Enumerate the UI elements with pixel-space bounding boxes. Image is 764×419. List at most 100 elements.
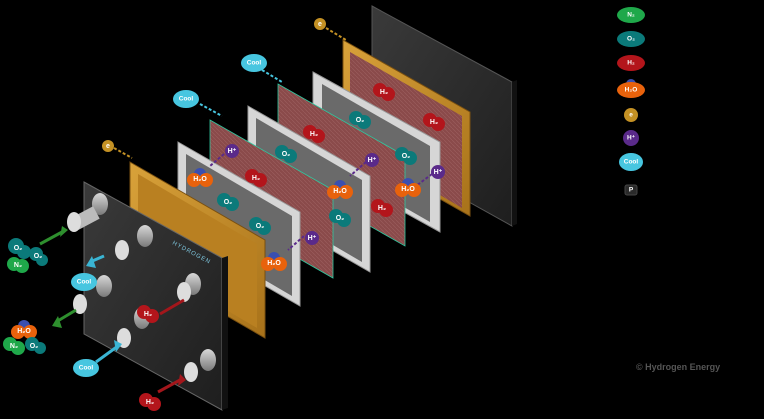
svg-text:H₂O: H₂O: [625, 87, 638, 94]
svg-text:H₂O: H₂O: [333, 188, 347, 195]
h2o-molecule: H₂O: [395, 178, 421, 197]
svg-text:H₂: H₂: [380, 89, 388, 96]
proton-marker: H⁺: [365, 153, 379, 167]
o2-molecule: O₂: [349, 111, 371, 129]
svg-text:H⁺: H⁺: [368, 157, 377, 164]
port-cylinder: [184, 349, 216, 382]
o2-molecule: O₂: [25, 337, 46, 354]
svg-text:e: e: [629, 112, 633, 119]
svg-text:O₂: O₂: [34, 253, 43, 260]
cool-bubble: Cool: [241, 54, 267, 72]
svg-text:N₂: N₂: [10, 343, 18, 350]
proton-marker: H⁺: [305, 231, 319, 245]
electron-arrow-front: [113, 147, 133, 159]
h2o-molecule: H₂O: [11, 320, 37, 339]
legend-item-n2: N₂: [617, 7, 645, 23]
legend-item-electron: e: [624, 108, 638, 122]
legend-item-h2o: H₂O: [617, 79, 645, 98]
proton-arrow: [287, 235, 305, 251]
proton-arrow: [209, 153, 225, 167]
svg-text:O₂: O₂: [224, 199, 233, 206]
electron-arrow-back: [325, 27, 347, 41]
coolant-inlet-arrow: [95, 344, 119, 364]
electron-marker: e: [314, 18, 326, 30]
proton-arrow: [349, 161, 367, 177]
legend-item-h2: H₂: [617, 55, 645, 71]
svg-text:N₂: N₂: [14, 262, 22, 269]
h2o-molecule: H₂O: [187, 168, 213, 187]
port-cylinder: [177, 273, 201, 302]
svg-text:H₂: H₂: [310, 131, 318, 138]
flow-arrows: [39, 27, 433, 394]
copyright-text: © Hydrogen Energy: [636, 362, 721, 372]
svg-text:Cool: Cool: [247, 60, 262, 67]
electron-marker: e: [102, 140, 114, 152]
port-cylinder: [67, 193, 108, 232]
proton-arrow: [415, 173, 433, 187]
legend-item-proton: H⁺: [623, 130, 639, 146]
coolant-arrow-back: [261, 69, 283, 83]
proton-marker: H⁺: [225, 144, 239, 158]
svg-text:O₂: O₂: [356, 117, 365, 124]
svg-text:Cool: Cool: [624, 159, 639, 166]
port-cylinder: [115, 225, 153, 260]
hydrogen-inlet-arrow: [159, 298, 185, 316]
svg-text:O₂: O₂: [402, 153, 411, 160]
svg-text:H₂: H₂: [252, 175, 260, 182]
port-cylinder: [73, 275, 112, 314]
svg-text:H₂O: H₂O: [17, 328, 31, 335]
svg-text:O₂: O₂: [14, 245, 23, 252]
svg-text:H₂: H₂: [378, 205, 386, 212]
n2-molecule: N₂: [3, 337, 25, 355]
h2-molecule: H₂: [303, 125, 325, 143]
hydrogen-outlet-arrow: [157, 378, 181, 394]
h2-molecule: H₂: [373, 83, 395, 101]
svg-text:Cool: Cool: [79, 365, 94, 372]
o2-molecule: O₂: [249, 217, 271, 235]
svg-text:H₂: H₂: [430, 119, 438, 126]
svg-text:H⁺: H⁺: [228, 148, 237, 155]
svg-text:H₂O: H₂O: [193, 176, 207, 183]
legend-item-o2: O₂: [617, 31, 645, 47]
o2-molecule: O₂: [217, 193, 239, 211]
svg-text:O₂: O₂: [627, 36, 635, 43]
svg-text:P: P: [629, 187, 634, 194]
legend: N₂ O₂ H₂ H₂O e H⁺ Cool P: [617, 7, 645, 196]
h2-molecule: H₂: [423, 113, 445, 131]
molecules: O₂ O₂ N₂ H₂O N₂ O₂ Cool Coo: [3, 18, 445, 411]
air-outlet-arrow: [39, 230, 63, 246]
proton-marker: H⁺: [431, 165, 445, 179]
o2-molecule: O₂: [329, 209, 351, 227]
svg-text:e: e: [318, 21, 322, 28]
h2o-molecule: H₂O: [261, 252, 287, 271]
svg-text:H₂: H₂: [144, 311, 152, 318]
svg-text:H⁺: H⁺: [308, 235, 317, 242]
legend-item-p: P: [624, 184, 638, 196]
h2-molecule: H₂: [139, 393, 161, 411]
svg-text:N₂: N₂: [627, 12, 635, 19]
svg-text:H₂: H₂: [146, 399, 154, 406]
svg-text:O₂: O₂: [282, 151, 291, 158]
svg-text:H₂O: H₂O: [267, 260, 281, 267]
svg-text:O₂: O₂: [336, 215, 345, 222]
svg-text:H₂O: H₂O: [401, 186, 415, 193]
svg-text:H⁺: H⁺: [434, 169, 443, 176]
cool-bubble: Cool: [71, 273, 97, 291]
svg-text:Cool: Cool: [179, 96, 194, 103]
h2-molecule: H₂: [137, 305, 159, 323]
svg-text:e: e: [106, 143, 110, 150]
h2-molecule: H₂: [245, 169, 267, 187]
n2-molecule: N₂: [7, 257, 29, 273]
h2-molecule: H₂: [371, 199, 393, 217]
svg-text:H₂: H₂: [627, 60, 635, 67]
o2-molecule: O₂: [275, 145, 297, 163]
svg-text:Cool: Cool: [77, 279, 92, 286]
svg-text:O₂: O₂: [30, 343, 39, 350]
o2-molecule: O₂: [395, 147, 417, 165]
o2-molecule: O₂: [29, 247, 48, 266]
cool-bubble: Cool: [73, 359, 99, 377]
svg-text:H⁺: H⁺: [627, 135, 636, 142]
cool-bubble: Cool: [173, 90, 199, 108]
svg-text:O₂: O₂: [256, 223, 265, 230]
